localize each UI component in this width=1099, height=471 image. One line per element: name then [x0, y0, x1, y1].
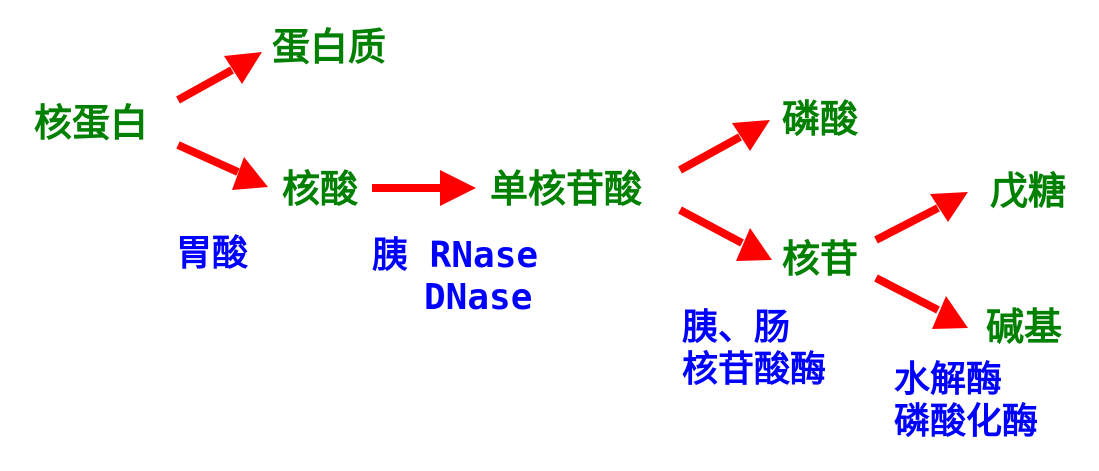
arrow-nucleoprotein-to-protein — [176, 52, 262, 104]
arrow-nucleic-acid-to-mononucleotide — [372, 170, 476, 206]
label-phosphorylase: 磷酸化酶 — [894, 401, 1039, 442]
arrow-mononucleotide-to-phosphate — [678, 120, 770, 174]
node-mononucleotide: 单核苷酸 — [490, 167, 643, 211]
node-nucleic-acid: 核酸 — [282, 167, 359, 211]
arrow-nucleoside-to-pentose — [874, 192, 968, 244]
node-base: 碱基 — [986, 305, 1063, 349]
label-pancreatic-rnase: 胰 RNase — [372, 235, 539, 276]
label-nucleotidase: 核苷酸酶 — [682, 349, 827, 390]
label-pancreas-intestine: 胰、肠 — [682, 307, 791, 348]
arrow-nucleoside-to-base — [874, 274, 968, 329]
arrow-mononucleotide-to-nucleoside — [678, 206, 772, 261]
node-phosphate: 磷酸 — [782, 97, 859, 141]
node-protein: 蛋白质 — [272, 25, 387, 69]
node-nucleoprotein: 核蛋白 — [34, 101, 149, 145]
label-gastric-acid: 胃酸 — [176, 233, 249, 274]
node-pentose: 戊糖 — [990, 169, 1067, 213]
label-dnase: DNase — [424, 277, 533, 318]
arrow-nucleoprotein-to-nucleic-acid — [176, 141, 268, 190]
label-hydrolase: 水解酶 — [894, 359, 1003, 400]
node-nucleoside: 核苷 — [782, 237, 859, 281]
